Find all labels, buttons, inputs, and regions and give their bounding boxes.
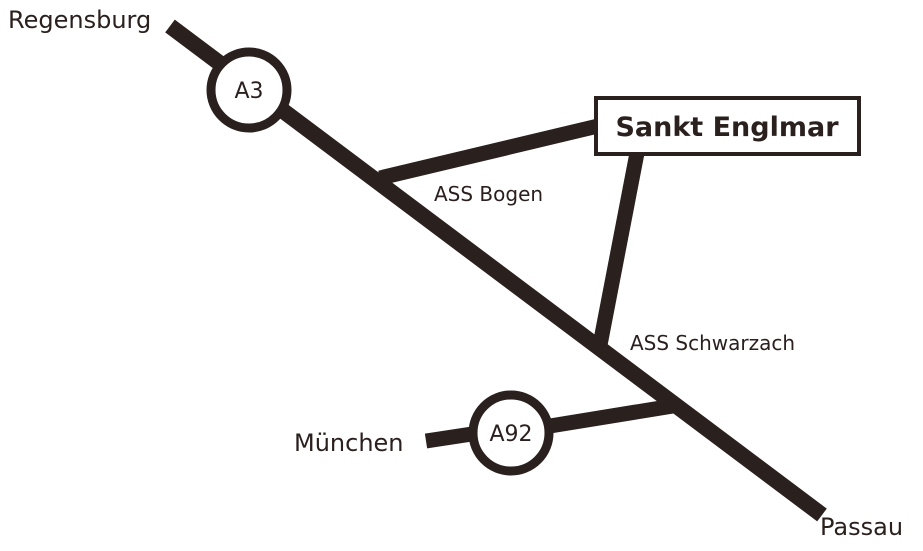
a3-shield: A3 — [206, 47, 292, 133]
a92-shield: A92 — [468, 390, 554, 476]
exit-schwarzach-label: ASS Schwarzach — [630, 331, 795, 355]
a92-road-west — [424, 426, 474, 449]
a3-shield-label: A3 — [234, 79, 263, 104]
destination-box: Sankt Englmar — [594, 96, 861, 156]
a92-shield-label: A92 — [489, 422, 532, 447]
destination-label: Sankt Englmar — [615, 112, 839, 143]
a92-road-east — [548, 398, 675, 434]
road-schwarzach-englmar — [592, 151, 645, 347]
exit-bogen-label: ASS Bogen — [434, 182, 543, 206]
regensburg-label: Regensburg — [8, 6, 151, 34]
road-bogen-englmar — [378, 118, 600, 186]
passau-label: Passau — [820, 513, 903, 541]
muenchen-label: München — [294, 429, 404, 457]
